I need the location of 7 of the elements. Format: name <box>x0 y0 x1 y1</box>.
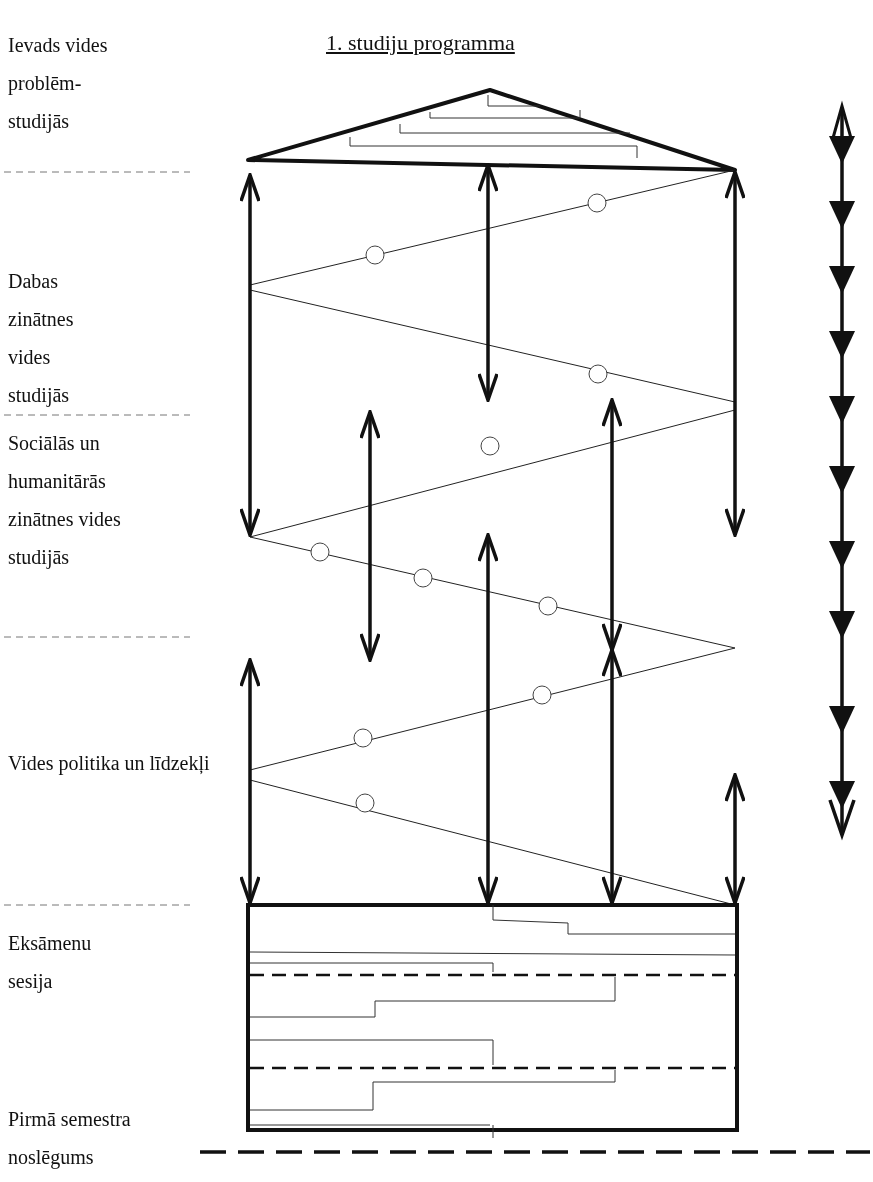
section-label: Dabas zinātnes vides studijās <box>8 269 75 409</box>
section-label: Ievads vides problēm-studijās <box>8 33 109 135</box>
section-label: Pirmā semestra noslēgums <box>8 1107 132 1171</box>
section-label: Vides politika un līdzekļi <box>8 751 211 777</box>
section-label: Eksāmenu sesija <box>8 931 93 995</box>
diagram-title: 1. studiju programma <box>326 30 515 56</box>
section-label: Sociālās un humanitārās zinātnes vides studijās <box>8 431 122 571</box>
